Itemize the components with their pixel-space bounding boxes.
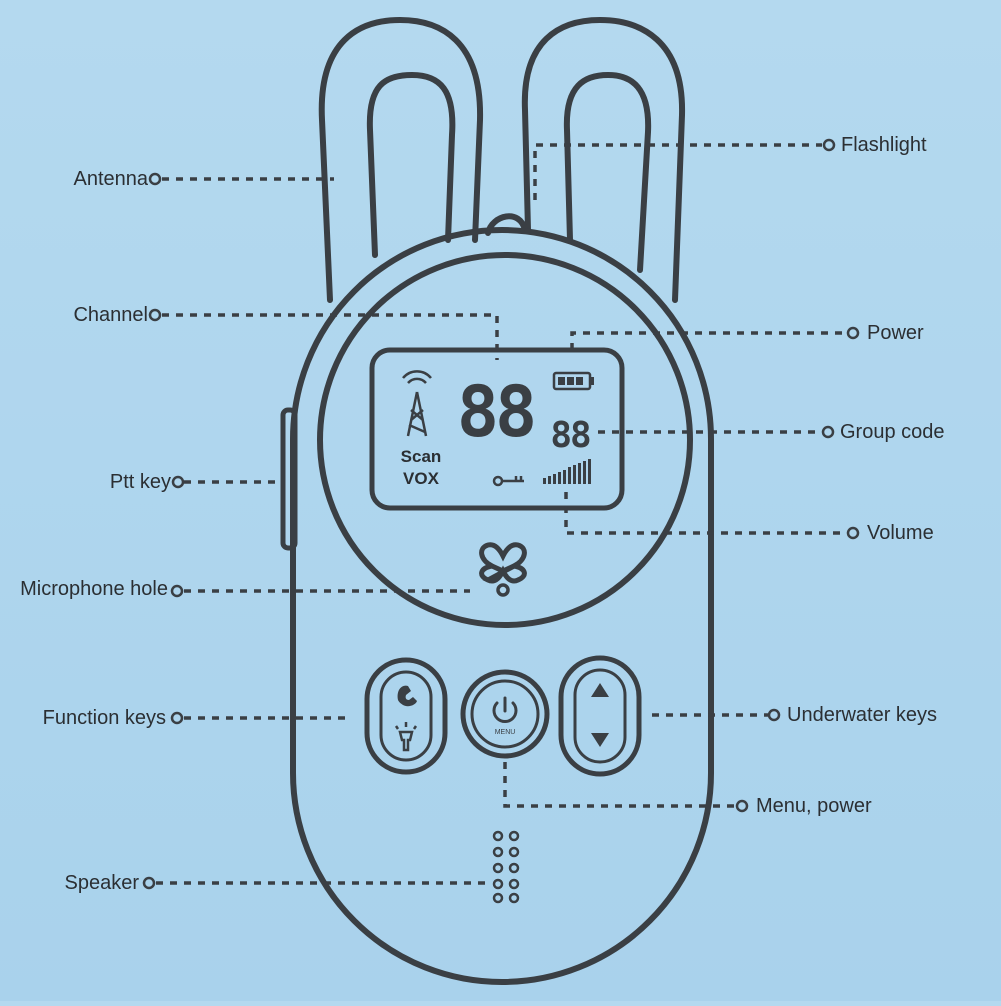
antenna-leader-dot — [148, 172, 162, 186]
antenna-tower-icon — [402, 370, 432, 437]
menu-power-label: Menu, power — [756, 795, 872, 817]
menu-power-leader — [503, 762, 734, 808]
ptt-key-leader-dot — [171, 475, 185, 489]
microphone-hole-leader-dot — [170, 584, 184, 598]
channel-leader — [162, 313, 499, 360]
underwater-keys — [558, 655, 642, 777]
key-lock-icon — [492, 475, 524, 487]
antenna-label: Antenna — [73, 168, 148, 190]
volume-leader-dot — [846, 526, 860, 540]
underwater-keys-label: Underwater keys — [787, 704, 938, 726]
speaker-leader-dot — [142, 876, 156, 890]
group-code-leader-dot — [821, 425, 835, 439]
speaker-grille — [492, 830, 520, 904]
phone-icon — [397, 685, 417, 707]
volume-label: Volume — [867, 522, 934, 544]
power-label: Power — [867, 322, 924, 344]
left-antenna-ear-inner — [366, 72, 456, 258]
signal-bars-icon — [543, 459, 591, 484]
right-antenna-ear-inner — [563, 72, 652, 273]
function-keys — [364, 657, 448, 775]
power-leader-dot — [846, 326, 860, 340]
power-icon — [492, 696, 518, 723]
x-logo-icon — [479, 542, 527, 597]
flashlight-icon — [394, 722, 418, 752]
power-leader — [570, 331, 846, 350]
flashlight-leader — [533, 143, 822, 200]
channel-label: Channel — [73, 304, 148, 326]
menu-power-button: MENU — [460, 669, 550, 759]
function-keys-label: Function keys — [42, 707, 166, 729]
device-body — [290, 227, 714, 985]
ptt-key-label: Ptt key — [109, 471, 171, 493]
up-arrow-icon — [591, 683, 609, 697]
group-code-label: Group code — [840, 421, 945, 443]
display-ring — [317, 252, 693, 628]
speaker-label: Speaker — [64, 872, 140, 894]
underwater-keys-leader-dot — [767, 708, 781, 722]
down-arrow-icon — [591, 733, 609, 747]
ptt-key — [280, 407, 298, 551]
channel-digits: 88 — [457, 371, 533, 453]
left-antenna-ear — [318, 17, 484, 303]
vox-label: VOX — [403, 469, 440, 488]
group-code-digits: 88 — [550, 415, 590, 456]
scan-label: Scan — [401, 447, 442, 466]
function-keys-leader-dot — [170, 711, 184, 725]
right-antenna-ear — [521, 17, 686, 303]
microphone-hole-label: Microphone hole — [20, 578, 168, 600]
flashlight-label: Flashlight — [841, 134, 927, 156]
flashlight-leader-dot — [822, 138, 836, 152]
channel-leader-dot — [148, 308, 162, 322]
volume-leader — [564, 492, 846, 535]
menu-power-leader-dot — [735, 799, 749, 813]
menu-button-label: MENU — [495, 729, 516, 736]
battery-icon — [552, 371, 594, 391]
